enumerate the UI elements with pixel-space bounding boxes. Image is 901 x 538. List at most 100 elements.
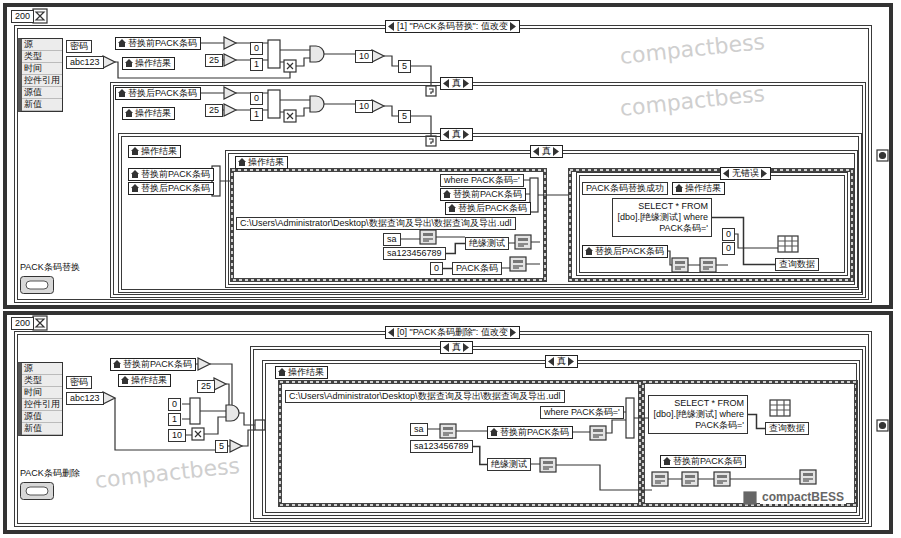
local-variable-icon — [118, 39, 126, 47]
value-text: PACK条码替换成功 — [586, 183, 664, 193]
value-text: 25 — [209, 105, 219, 115]
local-variable: 操作结果 — [275, 366, 328, 379]
selector-label: [1] "PACK条码替换": 值改变 — [397, 21, 508, 31]
local-variable-icon — [443, 190, 451, 198]
selector-arrow — [388, 22, 395, 31]
local-variable-icon — [131, 184, 139, 192]
value-text: 替换后PACK条码 — [128, 88, 197, 98]
numeric-constant: 1 — [168, 413, 181, 426]
selector-arrow — [533, 147, 540, 156]
button-icon — [20, 276, 54, 294]
value-text: 绝缘测试 — [469, 238, 505, 248]
cluster-element-label: 密码 — [66, 376, 92, 389]
sql-string-constant: SELECT * FROM [dbo].[绝缘测试] where PACK条码=… — [612, 198, 712, 237]
value-text: 5 — [219, 441, 224, 451]
value-text: 查询数据 — [769, 423, 805, 433]
value-text: 25 — [209, 55, 219, 65]
watermark: compactbess — [94, 453, 241, 494]
value-text: 0 — [254, 93, 259, 103]
wire — [712, 218, 775, 265]
local-variable-icon — [663, 457, 671, 465]
string-constant: sa — [383, 233, 401, 246]
local-variable-icon — [448, 204, 456, 212]
event-structure: [1] "PACK条码替换": 值改变源类型时间控件引用源值新值密码abc123… — [14, 25, 872, 303]
value-text: 操作结果 — [288, 367, 324, 377]
event-data-field: 新值 — [22, 99, 62, 111]
case-selector: 无错误 — [720, 167, 771, 180]
sequence-frame — [280, 382, 640, 505]
string-constant: abc123 — [66, 392, 104, 405]
value-text: 1 — [254, 59, 259, 69]
string-constant: 绝缘测试 — [465, 237, 509, 250]
value-text: where PACK条码=' — [444, 175, 520, 185]
case-selector: 真 — [440, 128, 473, 141]
sequence-frame — [643, 382, 856, 505]
value-text: 密码 — [70, 41, 88, 51]
local-variable: 替换后PACK条码 — [445, 202, 531, 215]
selector-arrow — [761, 169, 768, 178]
local-variable-icon — [490, 428, 498, 436]
local-variable: 替换后PACK条码 — [582, 245, 668, 258]
value-text: C:\Users\Administrator\Desktop\数据查询及导出\数… — [289, 391, 561, 401]
event-data-field: 控件引用 — [22, 399, 62, 411]
value-text: 替换后PACK条码 — [458, 203, 527, 213]
selector-arrow — [388, 328, 395, 337]
value-text: 0 — [434, 263, 439, 273]
value-text: abc123 — [70, 57, 100, 67]
local-variable-icon — [118, 89, 126, 97]
string-constant: sa123456789 — [410, 440, 473, 453]
value-text: 替换前PACK条码 — [123, 359, 192, 369]
value-text: 密码 — [70, 377, 88, 387]
value-text: 10 — [359, 101, 369, 111]
selector-label: 真 — [452, 129, 461, 139]
boolean-button: PACK条码删除 — [18, 468, 82, 500]
event-data-field: 时间 — [22, 387, 62, 399]
timeout-icon — [33, 9, 47, 23]
value-text: 1 — [172, 414, 177, 424]
numeric-constant: 5 — [398, 60, 411, 73]
button-label: PACK条码删除 — [20, 468, 80, 479]
value-text: 5 — [402, 111, 407, 121]
selector-label: 真 — [542, 146, 551, 156]
string-constant: 绝缘测试 — [487, 458, 531, 471]
value-text: 0 — [726, 229, 731, 239]
local-variable: 操作结果 — [122, 57, 175, 70]
local-variable-icon — [113, 360, 121, 368]
event-structure: [0] "PACK条码删除": 值改变源类型时间控件引用源值新值密码abc123… — [14, 331, 872, 527]
numeric-constant: 25 — [205, 54, 223, 67]
local-variable: 替换后PACK条码 — [115, 87, 201, 100]
sequence-frame — [232, 170, 545, 280]
value-text: 5 — [402, 61, 407, 71]
button-icon — [20, 482, 54, 500]
numeric-constant: 10 — [355, 100, 373, 113]
string-constant: where PACK条码=' — [540, 406, 624, 419]
local-variable-icon — [125, 109, 133, 117]
timeout-icon — [33, 316, 47, 330]
selector-arrow — [553, 147, 560, 156]
event-data-field: 新值 — [22, 423, 62, 435]
local-variable-icon — [238, 158, 246, 166]
indicator-label: 查询数据 — [765, 422, 809, 435]
cluster-element-label: 密码 — [66, 40, 92, 53]
local-variable-icon — [131, 147, 139, 155]
value-text: 替换前PACK条码 — [500, 427, 569, 437]
value-text: 替换后PACK条码 — [595, 246, 664, 256]
value-text: 操作结果 — [131, 375, 167, 385]
local-variable: 操作结果 — [235, 156, 288, 169]
event-data-node: 源类型时间控件引用源值新值 — [18, 38, 63, 112]
local-variable-icon — [675, 184, 683, 192]
event-data-field: 类型 — [22, 375, 62, 387]
numeric-constant: 10 — [168, 429, 186, 442]
local-variable-icon — [125, 59, 133, 67]
selector-label: 真 — [557, 356, 566, 366]
numeric-constant: 1 — [250, 58, 263, 71]
selector-arrow — [548, 357, 555, 366]
event-data-field: 源 — [22, 363, 62, 375]
selector-label: 真 — [452, 342, 461, 352]
selector-arrow — [443, 130, 450, 139]
value-text: 0 — [172, 399, 177, 409]
numeric-constant: 0 — [722, 228, 735, 241]
selector-arrow — [463, 79, 470, 88]
value-text: 操作结果 — [248, 157, 284, 167]
event-data-field: 类型 — [22, 51, 62, 63]
